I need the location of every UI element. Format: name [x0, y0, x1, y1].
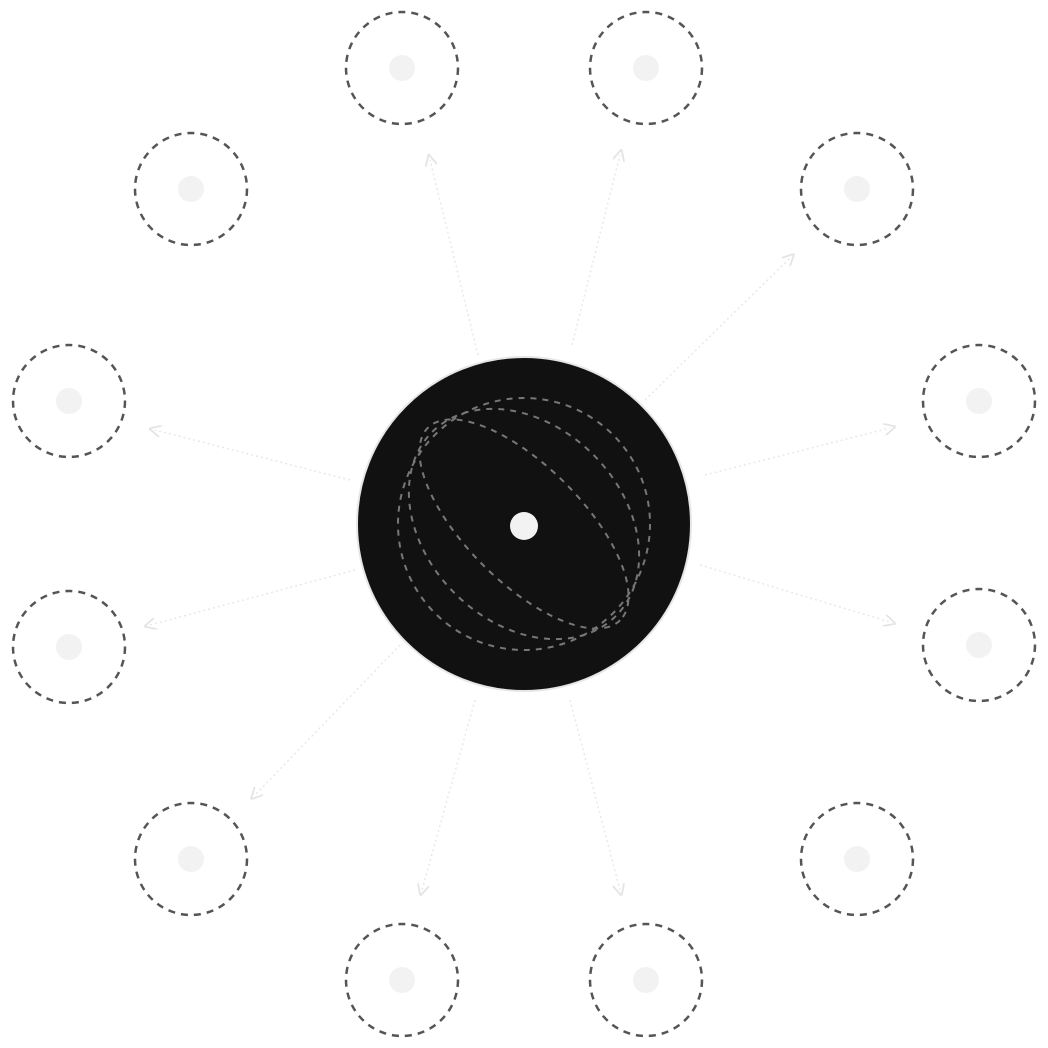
satellite-dot: [389, 55, 415, 81]
satellite-dot: [178, 176, 204, 202]
globe-icon: [397, 397, 651, 651]
satellite-node[interactable]: [133, 801, 249, 917]
satellite-ring: [588, 10, 704, 126]
connector-arrow: [644, 258, 790, 401]
satellite-dot: [844, 846, 870, 872]
satellite-ring: [588, 922, 704, 1038]
satellite-ring: [921, 343, 1037, 459]
satellite-dot: [56, 388, 82, 414]
connector-arrow: [150, 569, 356, 625]
satellite-dot: [844, 176, 870, 202]
connector-arrow: [569, 699, 620, 890]
satellite-node[interactable]: [921, 343, 1037, 459]
connector-arrow: [422, 699, 476, 890]
satellite-ring: [344, 10, 460, 126]
satellite-dot: [966, 388, 992, 414]
satellite-node[interactable]: [344, 922, 460, 1038]
hub-center-dot: [510, 512, 538, 540]
satellite-node[interactable]: [588, 10, 704, 126]
connector-arrow: [430, 160, 479, 356]
connector-arrow: [571, 155, 620, 346]
satellite-dot: [966, 632, 992, 658]
satellite-ring: [11, 589, 127, 705]
satellite-dot: [633, 55, 659, 81]
connectors: [150, 155, 890, 890]
satellite-node[interactable]: [344, 10, 460, 126]
satellite-node[interactable]: [799, 131, 915, 247]
satellite-node[interactable]: [921, 587, 1037, 703]
satellite-ring: [921, 587, 1037, 703]
satellite-dot: [56, 634, 82, 660]
satellite-ring: [344, 922, 460, 1038]
connector-arrow: [255, 644, 401, 795]
connector-arrow: [704, 428, 890, 476]
satellites: [11, 10, 1037, 1038]
satellite-node[interactable]: [133, 131, 249, 247]
connector-arrow: [155, 430, 351, 481]
satellite-dot: [178, 846, 204, 872]
satellite-node[interactable]: [799, 801, 915, 917]
hub-node[interactable]: [356, 356, 692, 692]
satellite-ring: [133, 801, 249, 917]
satellite-dot: [389, 967, 415, 993]
satellite-ring: [11, 343, 127, 459]
satellite-ring: [133, 131, 249, 247]
satellite-ring: [799, 801, 915, 917]
satellite-node[interactable]: [588, 922, 704, 1038]
satellite-node[interactable]: [11, 589, 127, 705]
satellite-dot: [633, 967, 659, 993]
satellite-node[interactable]: [11, 343, 127, 459]
connector-arrow: [699, 564, 890, 622]
satellite-ring: [799, 131, 915, 247]
